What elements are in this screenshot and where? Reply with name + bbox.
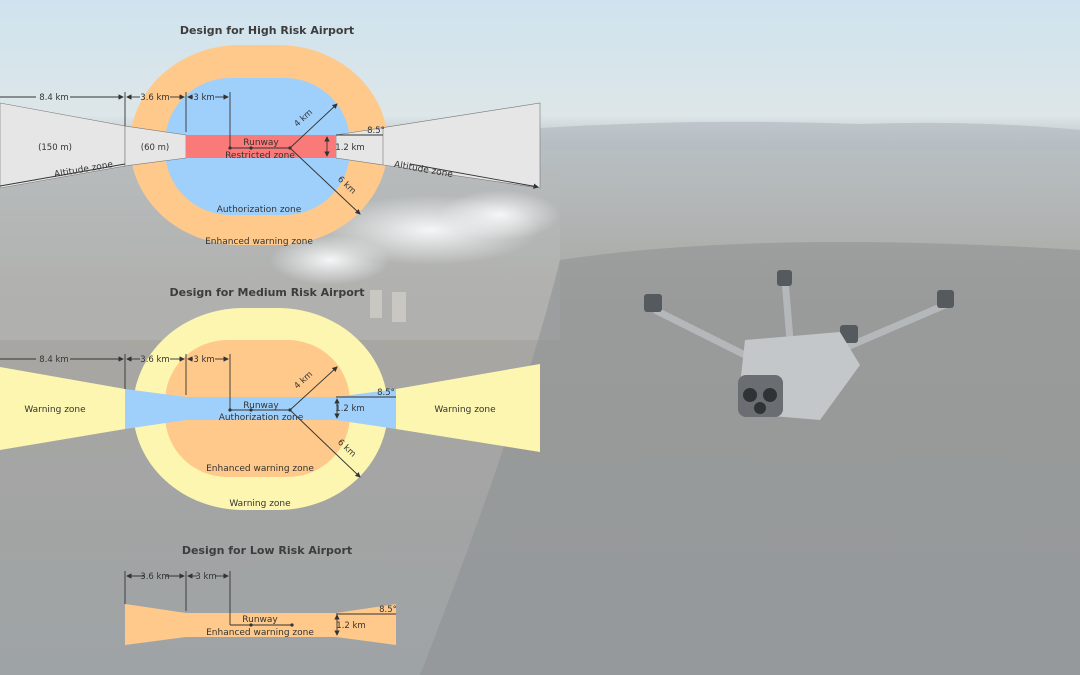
low-risk-diagram: Design for Low Risk Airport 3.6 km 3 km … bbox=[124, 544, 397, 645]
drone-image bbox=[644, 270, 954, 420]
enhanced-warning-zone-label: Enhanced warning zone bbox=[206, 628, 314, 638]
dim-1-2km: 1.2 km bbox=[335, 404, 364, 414]
dim-3km: 3 km bbox=[193, 355, 214, 365]
altitude-150m: (150 m) bbox=[38, 143, 72, 153]
dim-3km: 3 km bbox=[195, 572, 216, 582]
warning-zone-right-label: Warning zone bbox=[434, 405, 496, 415]
dim-3-6km: 3.6 km bbox=[140, 572, 169, 582]
warning-zone-label: Warning zone bbox=[229, 499, 291, 509]
medium-risk-diagram: Design for Medium Risk Airport 8.4 km 3.… bbox=[0, 286, 540, 510]
low-risk-title: Design for Low Risk Airport bbox=[182, 544, 352, 557]
restricted-zone bbox=[186, 135, 336, 158]
warning-zone-left-label: Warning zone bbox=[24, 405, 86, 415]
authorization-approach-left bbox=[125, 389, 186, 429]
dim-8-4km: 8.4 km bbox=[39, 355, 68, 365]
dim-3km: 3 km bbox=[193, 93, 214, 103]
angle-8-5: 8.5° bbox=[377, 388, 395, 398]
runway-label: Runway bbox=[243, 138, 279, 148]
dim-1-2km: 1.2 km bbox=[335, 143, 364, 153]
high-risk-diagram: Design for High Risk Airport 8.4 km 3.6 … bbox=[0, 24, 541, 247]
warning-zone-left bbox=[0, 367, 125, 450]
enhanced-warning-zone-label: Enhanced warning zone bbox=[206, 464, 314, 474]
dim-1-2km: 1.2 km bbox=[336, 621, 365, 631]
medium-risk-title: Design for Medium Risk Airport bbox=[170, 286, 365, 299]
restricted-zone-label: Restricted zone bbox=[225, 151, 295, 161]
angle-8-5: 8.5° bbox=[379, 605, 397, 615]
authorization-zone-label: Authorization zone bbox=[217, 205, 302, 215]
dim-8-4km: 8.4 km bbox=[39, 93, 68, 103]
dim-3-6km: 3.6 km bbox=[140, 355, 169, 365]
angle-8-5: 8.5° bbox=[367, 126, 385, 136]
runway-label: Runway bbox=[242, 615, 278, 625]
authorization-approach-right bbox=[336, 389, 396, 429]
enhanced-warning-zone-label: Enhanced warning zone bbox=[205, 237, 313, 247]
authorization-zone-label: Authorization zone bbox=[219, 413, 304, 423]
dim-3-6km: 3.6 km bbox=[140, 93, 169, 103]
enhanced-warning-zone bbox=[125, 604, 396, 645]
high-risk-title: Design for High Risk Airport bbox=[180, 24, 354, 37]
runway-label: Runway bbox=[243, 401, 279, 411]
altitude-60m: (60 m) bbox=[141, 143, 169, 153]
warning-zone-right bbox=[396, 364, 540, 452]
